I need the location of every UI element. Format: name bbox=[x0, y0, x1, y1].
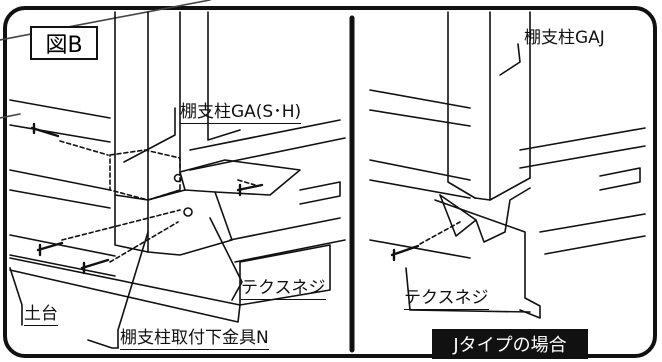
label-post-gaj: 棚支柱GAJ bbox=[524, 28, 605, 48]
label-screw-left: テクスネジ bbox=[241, 278, 326, 300]
label-post-ga: 棚支柱GA(S･H) bbox=[180, 102, 302, 124]
diagram-frame bbox=[3, 6, 657, 358]
label-bracket: 棚支柱取付下金具N bbox=[120, 328, 269, 350]
label-screw-right: テクスネジ bbox=[404, 288, 489, 310]
figure-label: 図B bbox=[30, 26, 98, 60]
j-type-caption: Jタイプの場合 bbox=[432, 329, 588, 359]
label-base: 土台 bbox=[24, 304, 58, 326]
